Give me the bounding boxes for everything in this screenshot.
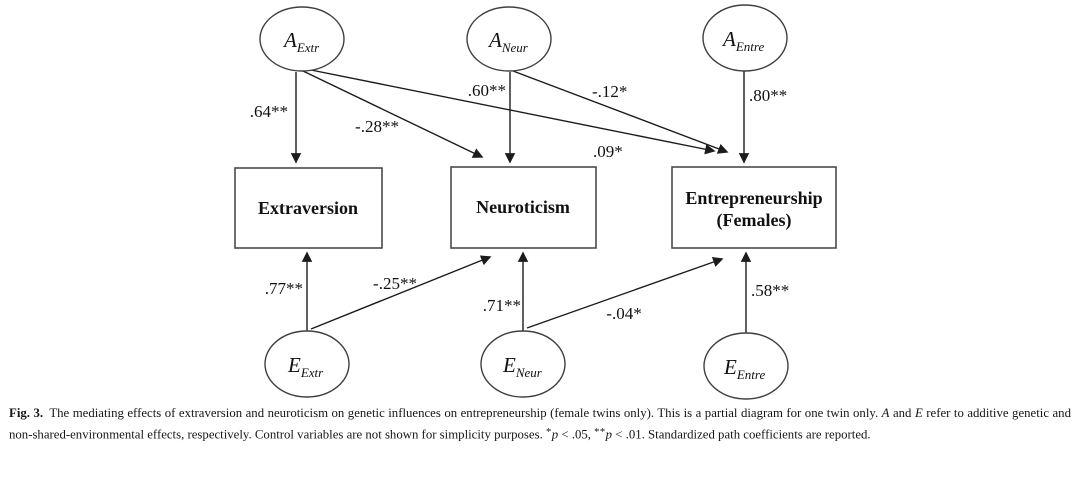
label-a-neur: ANeur	[487, 28, 529, 55]
latent-node-e-extr	[264, 330, 350, 398]
coef-e-extr-extraversion: .77**	[265, 279, 303, 298]
label-a-entre: AEntre	[721, 27, 764, 54]
label-e-extr: EExtr	[287, 353, 324, 380]
label-e-neur: ENeur	[502, 353, 543, 380]
coef-e-neur-entrepreneurship: -.04*	[606, 304, 641, 323]
edge-e-neur-to-entrepreneurship	[526, 257, 724, 329]
coef-e-neur-neuroticism: .71**	[483, 296, 521, 315]
coef-a-extr-extraversion: .64**	[250, 102, 288, 121]
caption-asterisk-double: **	[594, 427, 606, 438]
caption-italic-A: A	[881, 406, 890, 420]
coef-a-entre-entrepreneurship: .80**	[749, 86, 787, 105]
label-e-entre: EEntre	[723, 355, 765, 382]
edge-a-neur-to-entrepreneurship	[512, 70, 729, 154]
latent-node-a-entre	[702, 4, 788, 72]
caption-text-3: refer to additive genetic and non-shared…	[9, 406, 1071, 442]
caption-italic-p1: p	[551, 427, 559, 442]
figure-caption: Fig. 3. The mediating effects of extrave…	[9, 404, 1071, 445]
coef-e-extr-neuroticism: -.25**	[373, 274, 417, 293]
caption-text-2: and	[889, 406, 915, 420]
path-diagram: AExtr ANeur AEntre EExtr ENeur EEntre Ex…	[234, 4, 837, 400]
coef-e-entre-entrepreneurship: .58**	[751, 281, 789, 300]
observed-node-entrepreneurship	[671, 166, 837, 249]
edge-e-extr-to-neuroticism	[310, 255, 492, 330]
caption-fig-label: Fig. 3.	[9, 406, 44, 420]
latent-node-e-neur	[480, 330, 566, 398]
caption-italic-E: E	[914, 406, 923, 420]
observed-node-extraversion	[234, 167, 383, 249]
coef-a-neur-entrepreneurship: -.12*	[592, 82, 627, 101]
latent-node-e-entre	[703, 332, 789, 400]
label-entrepreneurship-line1: Entrepreneurship	[685, 188, 822, 208]
label-entrepreneurship-line2: (Females)	[717, 210, 792, 231]
label-neuroticism: Neuroticism	[476, 197, 570, 217]
coef-a-extr-entrepreneurship: .09*	[593, 142, 623, 161]
caption-text-1: The mediating effects of extraversion an…	[46, 406, 882, 420]
observed-node-neuroticism	[450, 166, 597, 249]
label-a-extr: AExtr	[282, 28, 320, 55]
coef-a-neur-neuroticism: .60**	[468, 81, 506, 100]
caption-italic-p2: p	[605, 427, 613, 442]
caption-text-5: < .01. Standardized path coefficients ar…	[612, 427, 871, 442]
caption-asterisk-single: *	[545, 427, 552, 438]
latent-node-a-neur	[466, 6, 552, 72]
latent-node-a-extr	[259, 6, 345, 72]
coef-a-extr-neuroticism: -.28**	[355, 117, 399, 136]
label-extraversion: Extraversion	[258, 198, 358, 218]
edge-a-extr-to-neuroticism	[302, 70, 484, 158]
caption-text-4: < .05,	[558, 427, 595, 442]
